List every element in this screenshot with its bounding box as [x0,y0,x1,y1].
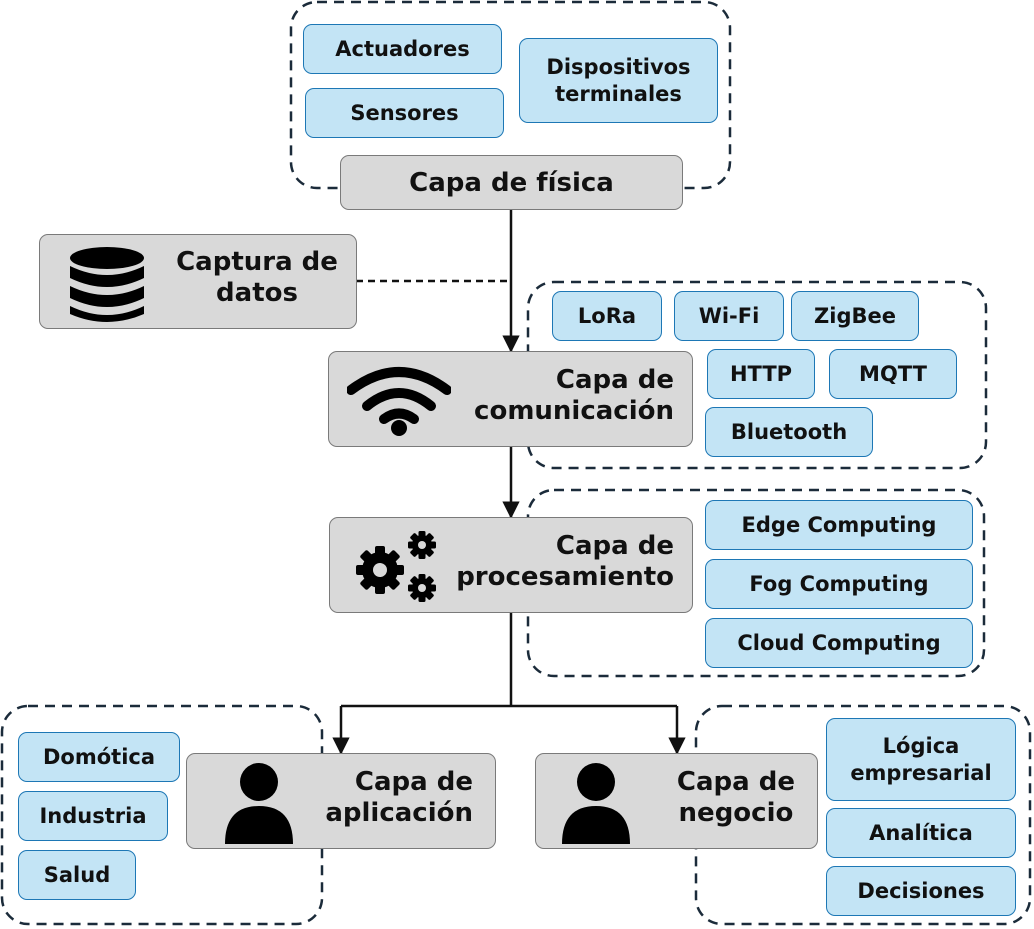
chip-cloud-computing: Cloud Computing [705,618,973,668]
aplicacion-title: Capa de aplicación [325,767,473,829]
layer-negocio: Capa de negocio [535,753,818,849]
negocio-group-outline [694,704,1032,926]
chip-decisiones: Decisiones [826,866,1016,916]
comunicacion-title: Capa de comunicación [474,365,674,427]
chip-domotica: Domótica [18,732,180,782]
chip-fog-computing: Fog Computing [705,559,973,609]
chip-industria: Industria [18,791,168,841]
procesamiento-title: Capa de procesamiento [456,531,674,593]
layer-captura-datos: Captura de datos [39,234,357,329]
layer-procesamiento: Capa de procesamiento [329,517,693,613]
chip-logica-empresarial: Lógica empresarial [826,718,1016,801]
chip-lora: LoRa [552,291,662,341]
user-icon [225,763,293,844]
fisica-group-outline [289,0,732,190]
chip-edge-computing: Edge Computing [705,500,973,550]
layer-fisica-title: Capa de física [409,167,614,198]
chip-sensores: Sensores [305,88,504,138]
chip-wifi: Wi-Fi [674,291,784,341]
comunicacion-group-outline [526,280,988,470]
layer-comunicacion: Capa de comunicación [328,351,693,447]
chip-actuadores: Actuadores [303,24,502,74]
chip-mqtt: MQTT [829,349,957,399]
chip-zigbee: ZigBee [791,291,919,341]
gears-icon [356,531,436,602]
negocio-title: Capa de negocio [676,767,795,829]
layer-fisica: Capa de física [340,155,683,210]
chip-dispositivos-terminales: Dispositivos terminales [519,38,718,123]
chip-bluetooth: Bluetooth [705,407,873,457]
chip-http: HTTP [707,349,815,399]
layer-aplicacion: Capa de aplicación [186,753,496,849]
chip-salud: Salud [18,850,136,900]
wifi-icon [347,367,451,436]
database-icon [70,247,144,322]
user-icon [562,763,630,844]
captura-title: Captura de datos [176,247,338,309]
chip-analitica: Analítica [826,808,1016,858]
